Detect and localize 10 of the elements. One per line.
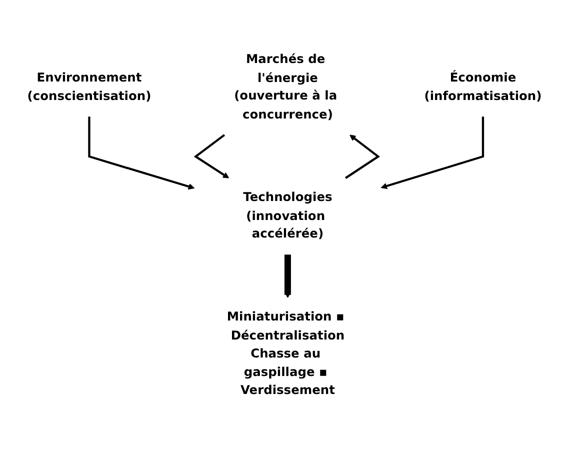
- node-text: Marchés de l'énergie (ouverture à la concurrence): [234, 52, 338, 122]
- arrow: [284, 254, 291, 298]
- node-text: Miniaturisation ▪ Décentralisation Chasse au gaspillage ▪ Verdissement: [226, 310, 345, 398]
- node-text: Environnement (conscientisation): [27, 70, 152, 104]
- arrow: [380, 116, 484, 190]
- node-text: Économie (informatisation): [424, 70, 542, 104]
- node-text: Technologies (innovation accélérée): [243, 190, 332, 242]
- arrow: [88, 116, 195, 190]
- arrow: [344, 134, 380, 179]
- arrow: [194, 134, 230, 178]
